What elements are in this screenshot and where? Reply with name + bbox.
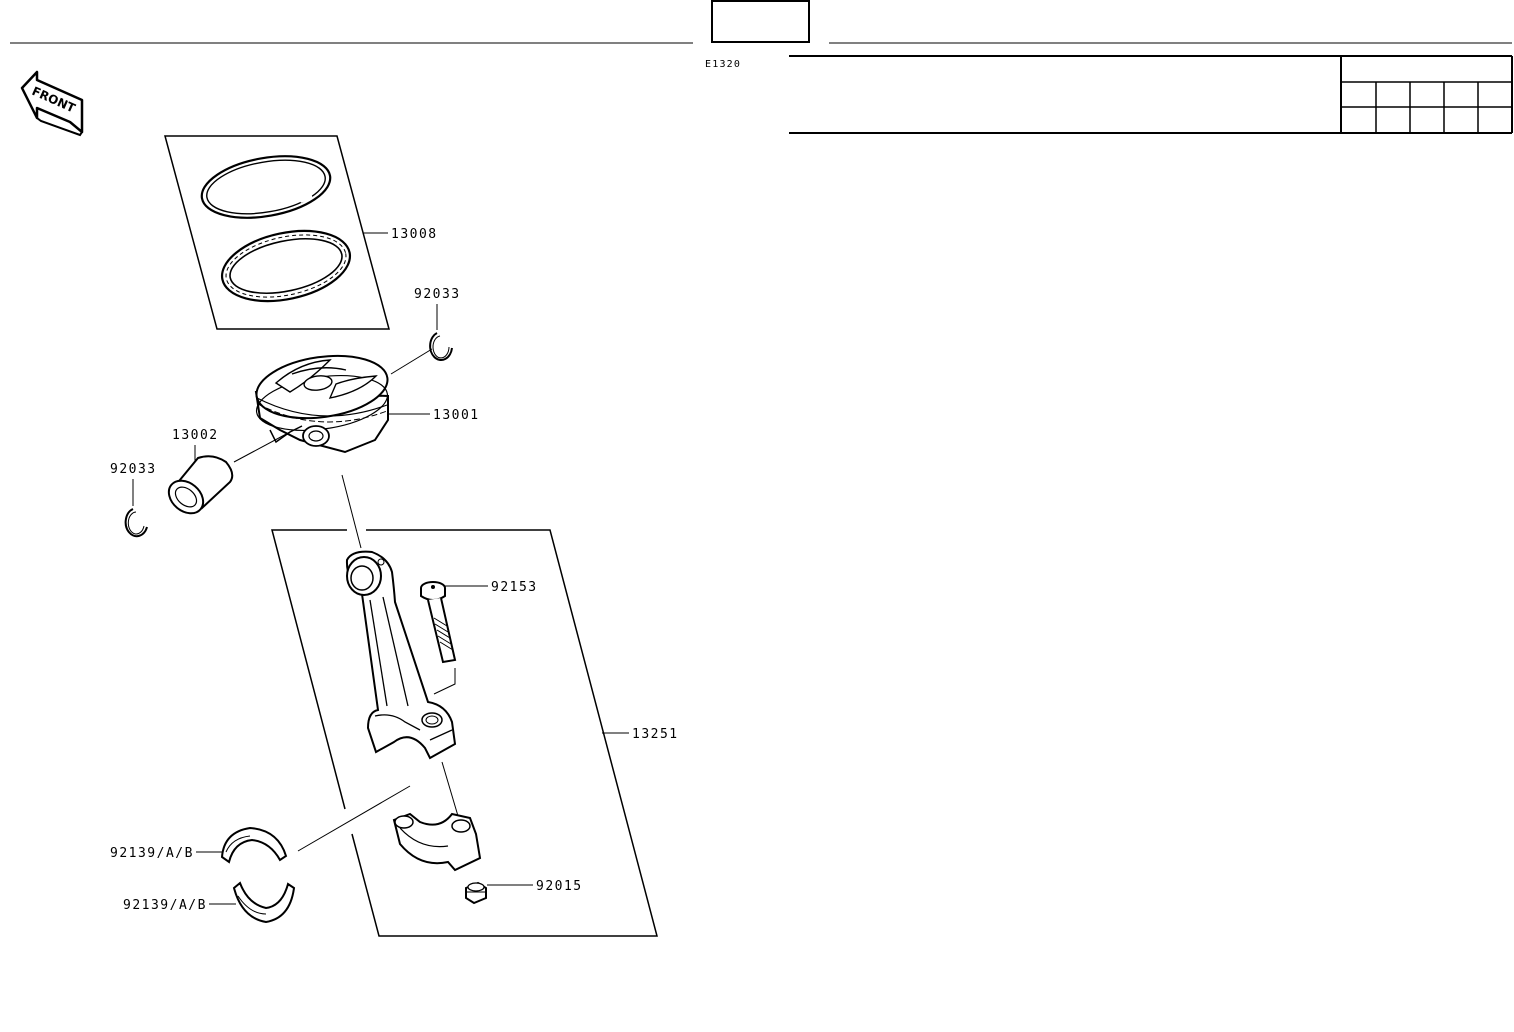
axis-line-piston-rod: [341, 474, 362, 549]
axis-line-piston-pin-upper: [390, 348, 433, 375]
conrod-cap: [392, 812, 482, 872]
snap-ring-lower: [124, 508, 148, 538]
conrod-assembly-frame: [271, 529, 658, 937]
page-number-box: [711, 0, 810, 43]
callout-13001: 13001: [433, 408, 480, 423]
callout-92139-upper: 92139/A/B: [110, 846, 194, 861]
piston-ring-set: [164, 135, 390, 330]
callout-13251: 13251: [632, 727, 679, 742]
conrod-bolt: [420, 581, 457, 664]
bearing-lower: [232, 881, 296, 924]
axis-line-bearing: [297, 785, 411, 852]
axis-line-cap: [441, 761, 459, 817]
callout-92015: 92015: [536, 879, 583, 894]
callout-13002: 13002: [172, 428, 219, 443]
conrod-nut: [465, 881, 487, 905]
connecting-rod: [345, 550, 457, 760]
piston-pin: [167, 455, 234, 515]
info-table: [789, 55, 1513, 134]
diagram-code: E1320: [705, 59, 741, 70]
bolt-axis-line: [433, 668, 456, 695]
front-arrow-icon: FRONT: [20, 70, 84, 137]
axis-line-piston-pin: [233, 431, 291, 463]
callout-13008: 13008: [391, 227, 438, 242]
callout-92033-lower: 92033: [110, 462, 157, 477]
header: [10, 0, 1512, 44]
bearing-upper: [220, 826, 288, 864]
callout-92139-lower: 92139/A/B: [123, 898, 207, 913]
snap-ring-upper: [429, 332, 453, 361]
callout-92153: 92153: [491, 580, 538, 595]
callout-92033-upper: 92033: [414, 287, 461, 302]
piston: [254, 354, 389, 454]
